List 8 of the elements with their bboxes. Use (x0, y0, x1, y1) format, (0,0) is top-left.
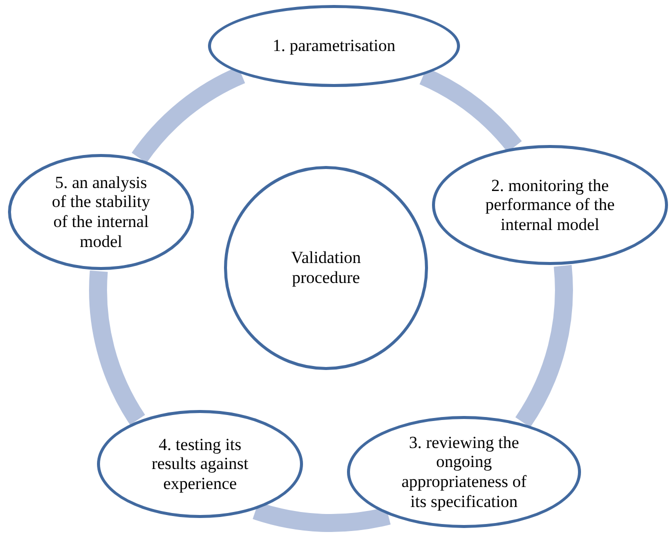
ring-connector (89, 270, 146, 424)
node-label: Validation procedure (290, 248, 362, 288)
node-label: 1. parametrisation (272, 36, 396, 56)
node-label: 5. an analysis of the stability of the internal model (50, 172, 152, 252)
node-label: 4. testing its results against experience (150, 434, 250, 494)
ring-connector (515, 265, 573, 427)
node-label: 2. monitoring the performance of the internal model (484, 176, 616, 234)
node-label: 3. reviewing the ongoing appropriateness of its specification (400, 432, 528, 512)
